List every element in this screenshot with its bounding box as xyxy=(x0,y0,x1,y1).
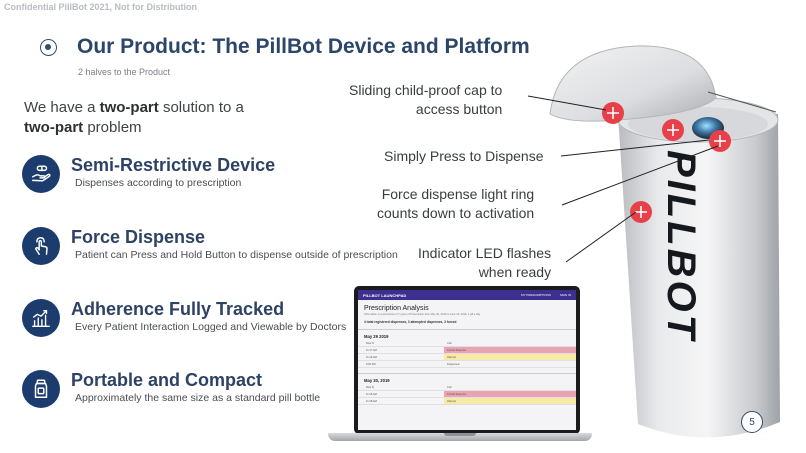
intro-text: We have a two-part solution to a two-par… xyxy=(24,98,324,138)
feature-title: Force Dispense xyxy=(71,227,206,247)
device-label: PILLBOT xyxy=(659,150,703,343)
table-row: 11:18 AM Attempt xyxy=(358,398,576,405)
chart-trend-icon xyxy=(22,299,60,337)
feature-description: Patient can Press and Hold Button to dis… xyxy=(75,249,398,261)
app-bar: PILLBOT LAUNCHPAD MY PRESCRIPTIONS SIGN … xyxy=(358,290,576,300)
callout-ring: Force dispense light ring counts down to… xyxy=(377,185,534,223)
cap-rail xyxy=(707,91,777,113)
row-time: 9:00 PM xyxy=(366,362,376,366)
page-title: Our Product: The PillBot Device and Plat… xyxy=(77,35,530,58)
feature-title: Adherence Fully Tracked xyxy=(71,299,285,319)
callout-cap-line1: Sliding child-proof cap to xyxy=(349,82,503,98)
app-screen: PILLBOT LAUNCHPAD MY PRESCRIPTIONS SIGN … xyxy=(358,290,576,430)
row-time: Row N xyxy=(366,385,374,389)
intro-bold1: two-part xyxy=(99,99,159,116)
hand-pill-icon xyxy=(22,155,60,193)
callout-led: Indicator LED flashes when ready xyxy=(418,244,551,282)
table-row: 11:17 AM Forced dispense xyxy=(358,347,576,354)
feature-portable: Portable and Compact Approximately the s… xyxy=(22,370,422,420)
feature-description: Approximately the same size as a standar… xyxy=(75,392,321,404)
callout-ring-line2: counts down to activation xyxy=(377,205,535,221)
hotspot-led[interactable] xyxy=(630,201,652,223)
intro-part3: problem xyxy=(83,119,142,136)
app-name: PILLBOT LAUNCHPAD xyxy=(363,292,407,298)
callout-ring-line1: Force dispense light ring xyxy=(381,186,535,202)
app-summary: 4 total registered dispenses, 3 attempte… xyxy=(364,320,457,324)
row-status: Forced dispense xyxy=(444,347,576,353)
feature-title: Semi-Restrictive Device xyxy=(71,155,276,175)
feature-description: Every Patient Interaction Logged and Vie… xyxy=(75,321,347,333)
sign-in-link[interactable]: SIGN IN xyxy=(559,293,571,297)
table-row: 11:19 AM Attempt xyxy=(358,354,576,361)
callout-press-line: Simply Press to Dispense xyxy=(384,148,544,164)
row-time: 11:18 AM xyxy=(366,399,377,403)
row-time: 11:15 AM xyxy=(366,392,377,396)
feature-force-dispense: Force Dispense Patient can Press and Hol… xyxy=(22,227,422,277)
intro-part2: solution to a xyxy=(158,99,244,116)
feature-adherence: Adherence Fully Tracked Every Patient In… xyxy=(22,299,422,349)
target-icon xyxy=(40,39,57,56)
feature-semi-restrictive: Semi-Restrictive Device Dispenses accord… xyxy=(22,155,422,205)
pill-bottle-icon xyxy=(22,370,60,408)
day-heading: May 30, 2019 xyxy=(358,373,576,384)
feature-description: Dispenses according to prescription xyxy=(75,177,242,189)
table-row: Row N Cell xyxy=(358,384,576,391)
page-subtitle: 2 halves to the Product xyxy=(78,67,171,77)
hotspot-cap[interactable] xyxy=(602,102,624,124)
laptop-base xyxy=(328,433,592,441)
row-status: Forced dispense xyxy=(444,391,576,397)
table-row: Row N Cell xyxy=(358,340,576,347)
row-status: Attempt xyxy=(444,354,576,360)
intro-bold2: two-part xyxy=(24,119,84,136)
callout-cap-line2: access button xyxy=(415,101,503,117)
touch-finger-icon xyxy=(22,227,60,265)
laptop-screen-frame: PILLBOT LAUNCHPAD MY PRESCRIPTIONS SIGN … xyxy=(354,286,580,434)
day-heading: May 29 2019 xyxy=(358,329,576,340)
intro-part1: We have a xyxy=(24,99,100,116)
row-status: Cell xyxy=(447,385,452,389)
row-time: 11:17 AM xyxy=(366,348,377,352)
row-time: 11:19 AM xyxy=(366,355,377,359)
page-number: 5 xyxy=(741,411,763,433)
row-status: Attempt xyxy=(444,398,576,404)
bottle-cap xyxy=(549,45,717,122)
row-time: Row N xyxy=(366,341,374,345)
table-row: 9:00 PM Dispensed xyxy=(358,361,576,368)
row-status: Dispensed xyxy=(447,362,460,366)
laptop-mockup: PILLBOT LAUNCHPAD MY PRESCRIPTIONS SIGN … xyxy=(328,286,592,449)
laptop-notch xyxy=(444,433,476,436)
callout-led-line1: Indicator LED flashes xyxy=(418,245,552,261)
feature-title: Portable and Compact xyxy=(71,370,263,390)
hotspot-ring[interactable] xyxy=(709,130,731,152)
app-subtitle: Information on prescription of 7 types o… xyxy=(364,313,481,316)
row-status: Cell xyxy=(447,341,452,345)
callout-cap: Sliding child-proof cap to access button xyxy=(349,81,502,119)
hotspot-button[interactable] xyxy=(662,119,684,141)
callout-led-line2: when ready xyxy=(478,264,552,280)
my-prescriptions-link[interactable]: MY PRESCRIPTIONS xyxy=(521,293,551,297)
table-row: 11:15 AM Forced dispense xyxy=(358,391,576,398)
confidential-notice: Confidential PillBot 2021, Not for Distr… xyxy=(4,2,198,12)
app-title: Prescription Analysis xyxy=(364,305,429,312)
callout-press: Simply Press to Dispense xyxy=(384,147,544,166)
